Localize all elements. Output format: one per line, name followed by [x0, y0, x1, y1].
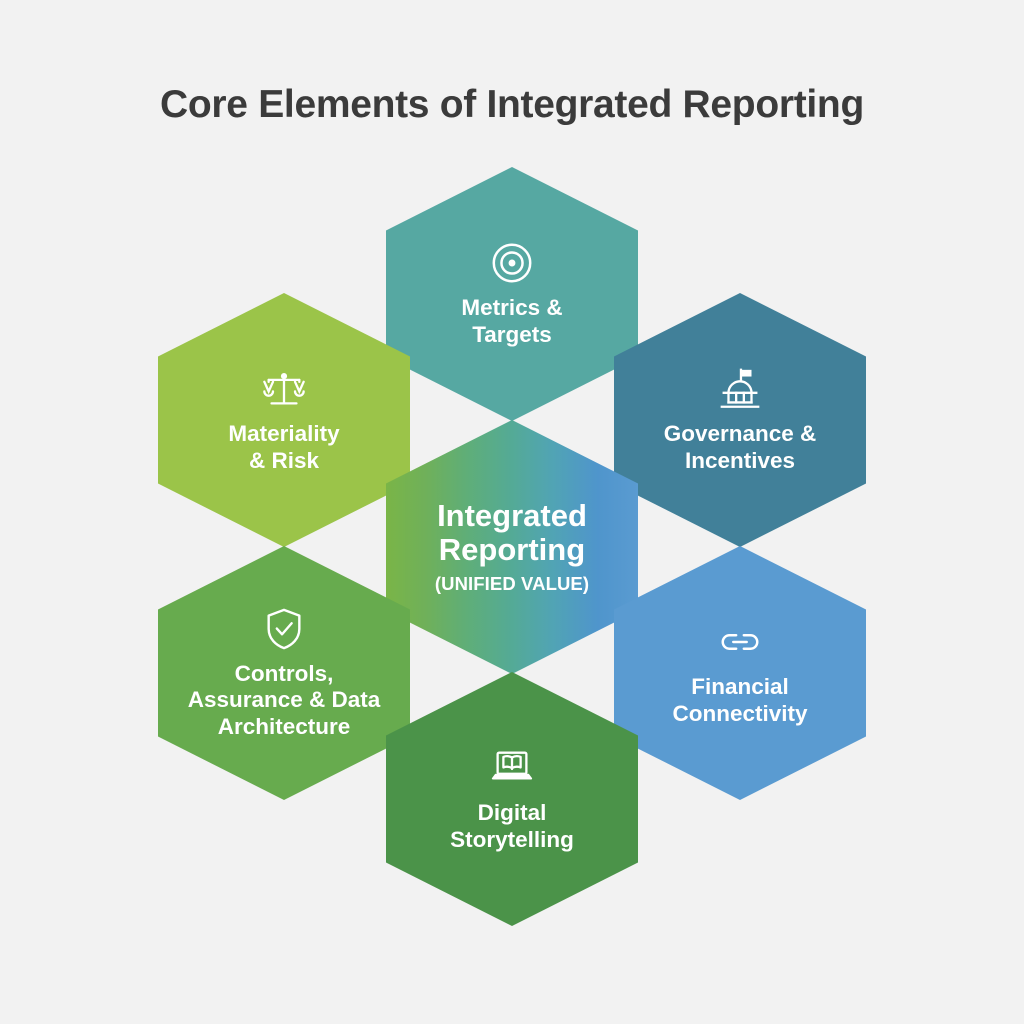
hex-label: Financial Connectivity	[672, 674, 808, 726]
center-title: Integrated Reporting	[437, 498, 587, 567]
hex-digital-storytelling[interactable]: Digital Storytelling	[386, 672, 638, 926]
government-building-icon	[717, 366, 763, 412]
hex-label: Governance & Incentives	[663, 421, 817, 473]
hex-materiality-risk[interactable]: Materiality & Risk	[158, 293, 410, 547]
hex-controls-assurance-data-architecture[interactable]: Controls, Assurance & Data Architecture	[158, 546, 410, 800]
page-title: Core Elements of Integrated Reporting	[160, 83, 864, 126]
target-icon	[489, 240, 535, 286]
hex-governance-incentives[interactable]: Governance & Incentives	[614, 293, 866, 547]
hex-label: Materiality & Risk	[228, 421, 340, 473]
shield-check-icon	[261, 606, 307, 652]
center-subtitle: (UNIFIED VALUE)	[434, 572, 590, 594]
hex-label: Controls, Assurance & Data Architecture	[187, 661, 381, 739]
laptop-book-icon	[489, 745, 535, 791]
hex-metrics-targets[interactable]: Metrics & Targets	[386, 167, 638, 421]
link-icon	[717, 619, 763, 665]
hex-label: Digital Storytelling	[450, 800, 574, 852]
hex-financial-connectivity[interactable]: Financial Connectivity	[614, 546, 866, 800]
scales-icon	[261, 366, 307, 412]
hex-center-integrated-reporting[interactable]: Integrated Reporting (UNIFIED VALUE)	[386, 420, 638, 674]
hex-label: Metrics & Targets	[461, 295, 563, 347]
